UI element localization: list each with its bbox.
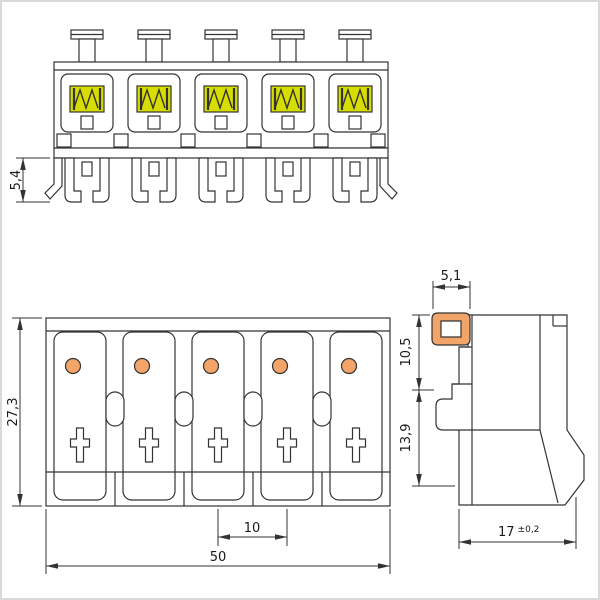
screw-4	[271, 29, 305, 63]
screw-3	[204, 29, 238, 63]
front-view	[44, 29, 398, 203]
end-flare-left	[44, 157, 63, 200]
foot-4	[265, 157, 311, 203]
screw-1	[70, 29, 104, 63]
dim-depth-tolerance: ±0,2	[518, 525, 540, 535]
release-opening-3	[243, 391, 263, 427]
dim-pole-pitch: 10	[217, 509, 288, 546]
release-opening-4	[312, 391, 332, 427]
side-lever-inner-edge	[539, 429, 559, 504]
foot-5	[332, 157, 378, 203]
dim-label-overall-height: 27,3	[6, 398, 21, 427]
screw-2	[137, 29, 171, 63]
front-pole-3	[193, 72, 249, 134]
plan-bottom-ticks	[114, 472, 323, 506]
release-opening-1	[105, 391, 125, 427]
dim-lower-height: 13,9	[399, 390, 455, 487]
foot-2	[131, 157, 177, 203]
dim-label-foot-height: 5,4	[9, 170, 24, 191]
plan-pole-5	[329, 331, 383, 501]
dim-label-mount-width: 5,1	[441, 269, 462, 284]
front-pole-2	[126, 72, 182, 134]
front-pole-4	[260, 72, 316, 134]
dim-upper-height: 10,5	[399, 314, 434, 391]
plan-pole-3	[191, 331, 245, 501]
plan-pole-1	[53, 331, 107, 501]
foot-3	[198, 157, 244, 203]
front-pole-5	[327, 72, 383, 134]
dim-foot-height: 5,4	[9, 157, 50, 203]
plan-view	[45, 317, 391, 507]
release-opening-2	[174, 391, 194, 427]
dim-overall-width: 50	[45, 509, 391, 574]
mounting-clip	[431, 312, 471, 346]
dim-label-depth: 17±0,2	[498, 525, 539, 540]
dim-overall-height: 27,3	[6, 317, 42, 507]
foot-1	[64, 157, 110, 203]
dim-label-pole-pitch: 10	[244, 521, 261, 536]
dim-depth-value: 17	[498, 525, 515, 540]
dim-label-overall-width: 50	[210, 550, 227, 565]
side-view	[431, 312, 585, 506]
screw-5	[338, 29, 372, 63]
end-flare-right	[379, 157, 398, 200]
plan-pole-2	[122, 331, 176, 501]
dim-mount-width: 5,1	[432, 269, 471, 309]
mounting-rail	[53, 147, 389, 159]
front-pole-1	[59, 72, 115, 134]
front-lower-slots	[56, 133, 386, 148]
dim-depth: 17±0,2	[458, 497, 577, 549]
dim-label-lower-height: 13,9	[399, 424, 414, 453]
dim-label-upper-height: 10,5	[399, 338, 414, 367]
plan-pole-4	[260, 331, 314, 501]
